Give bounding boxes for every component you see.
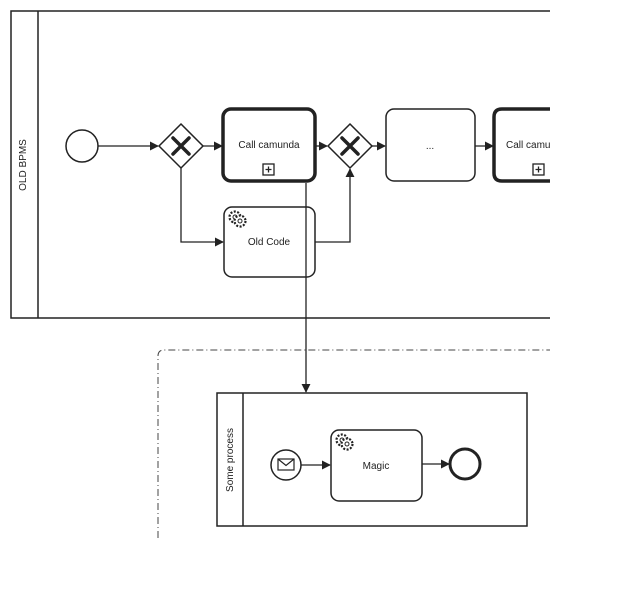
message-start-event[interactable] xyxy=(270,449,302,481)
service-task-old-code[interactable]: Old Code xyxy=(223,206,316,278)
pool-label-old-bpms: OLD BPMS xyxy=(18,139,29,191)
task-ellipsis[interactable]: ... xyxy=(385,108,476,182)
task-label-call-camunda: Call camunda xyxy=(238,140,300,151)
task-label-magic: Magic xyxy=(363,461,390,472)
call-activity-call-camu[interactable]: Call camu xyxy=(492,107,550,183)
pool-old-bpms: OLD BPMS xyxy=(10,10,550,319)
flow-gateway-to-old-code xyxy=(180,168,224,247)
call-activity-call-camunda[interactable]: Call camunda xyxy=(221,107,317,183)
envelope-icon xyxy=(277,458,295,471)
gear-icon-2 xyxy=(335,433,354,451)
pool-label-some-process: Some process xyxy=(225,428,236,492)
flow-old-code-to-gateway xyxy=(315,168,355,243)
end-event[interactable] xyxy=(448,447,482,481)
task-label-call-camu: Call camu xyxy=(506,140,550,151)
task-label-old-code: Old Code xyxy=(248,237,291,248)
sequence-flows-main xyxy=(98,141,494,247)
gear-icon xyxy=(228,210,247,228)
expand-marker-icon xyxy=(262,163,275,176)
task-label-ellipsis: ... xyxy=(426,141,434,152)
service-task-magic[interactable]: Magic xyxy=(330,429,423,502)
exclusive-gateway-split[interactable] xyxy=(157,122,205,170)
expand-marker-icon-2 xyxy=(532,163,545,176)
exclusive-gateway-join[interactable] xyxy=(326,122,374,170)
dashed-boundary xyxy=(157,349,550,538)
sequence-flows-sub xyxy=(301,459,450,470)
start-event[interactable] xyxy=(65,129,99,163)
